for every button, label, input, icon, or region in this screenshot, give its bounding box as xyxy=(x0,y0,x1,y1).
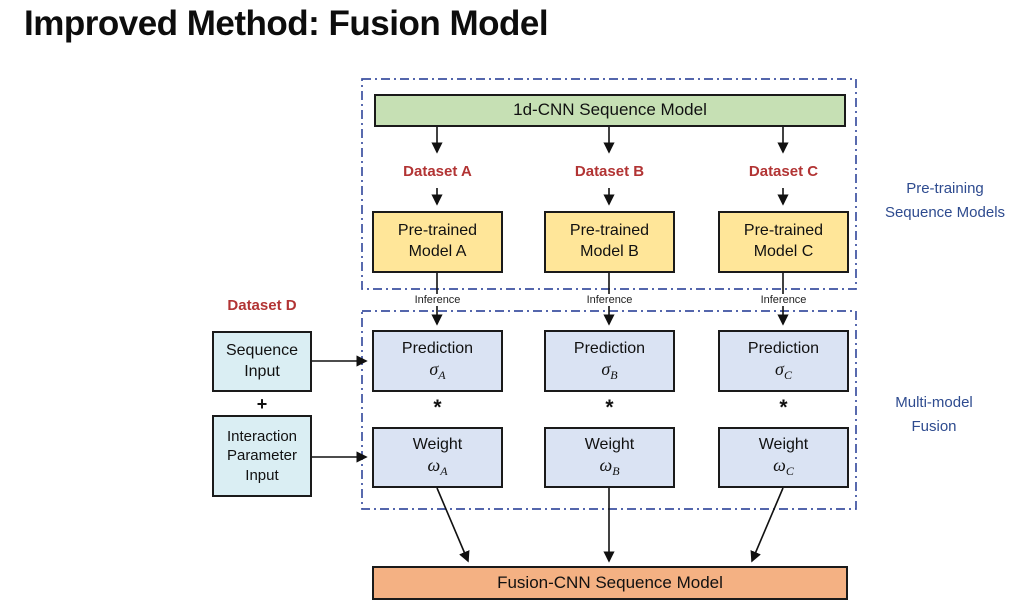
multiply-a-symbol: * xyxy=(433,396,442,419)
weight-c-symbol: ωC xyxy=(773,455,794,479)
sequence-input-box: Sequence Input xyxy=(212,331,312,392)
inference-b-label: Inference xyxy=(582,294,637,306)
weight-a-symbol: ωA xyxy=(427,455,448,479)
pretrained-model-c-box: Pre-trained Model C xyxy=(718,211,849,273)
inference-c-wrap: Inference xyxy=(718,290,849,308)
prediction-c-symbol: σC xyxy=(775,358,792,382)
weight-a-box: Weight ωA xyxy=(372,427,503,488)
pretraining-region-label: Pre-training Sequence Models xyxy=(884,180,1006,221)
prediction-a-symbol: σA xyxy=(429,358,446,382)
plus-symbol: + xyxy=(256,394,268,414)
weight-b-box: Weight ωB xyxy=(544,427,675,488)
column-c: Dataset C Pre-trained Model C Inference … xyxy=(718,0,849,612)
prediction-c-box: Prediction σC xyxy=(718,330,849,392)
multiply-c-symbol: * xyxy=(779,396,788,419)
inference-a-wrap: Inference xyxy=(372,290,503,308)
fusion-region-border xyxy=(361,310,857,510)
pretrained-model-a-box: Pre-trained Model A xyxy=(372,211,503,273)
fusion-cnn-sequence-model-box: Fusion-CNN Sequence Model xyxy=(372,566,848,600)
weight-b-symbol: ωB xyxy=(599,455,620,479)
prediction-c-label: Prediction xyxy=(747,339,820,357)
arrow-weight-a-to-fusion xyxy=(436,487,470,563)
prediction-a-box: Prediction σA xyxy=(372,330,503,392)
inference-c-label: Inference xyxy=(756,294,811,306)
inference-a-label: Inference xyxy=(410,294,465,306)
dataset-c-label: Dataset C xyxy=(748,163,819,180)
weight-a-label: Weight xyxy=(412,436,463,454)
arrow-weight-c-to-fusion xyxy=(750,487,784,563)
weight-c-label: Weight xyxy=(758,436,809,454)
inference-b-wrap: Inference xyxy=(544,290,675,308)
dataset-a-label: Dataset A xyxy=(403,163,472,180)
prediction-b-label: Prediction xyxy=(573,339,646,357)
weight-b-label: Weight xyxy=(584,436,635,454)
pretrained-model-b-box: Pre-trained Model B xyxy=(544,211,675,273)
dataset-d-label: Dataset D xyxy=(227,297,297,314)
cnn-sequence-model-box: 1d-CNN Sequence Model xyxy=(374,94,846,127)
dataset-b-label: Dataset B xyxy=(574,163,645,180)
multiply-b-symbol: * xyxy=(605,396,614,419)
weight-c-box: Weight ωC xyxy=(718,427,849,488)
fusion-region-label: Multi-model Fusion xyxy=(895,394,973,435)
column-b: Dataset B Pre-trained Model B Inference … xyxy=(544,0,675,612)
arrow-lines xyxy=(312,127,789,563)
page-title: Improved Method: Fusion Model xyxy=(24,4,549,43)
prediction-b-symbol: σB xyxy=(601,358,618,382)
interaction-parameter-input-box: Interaction Parameter Input xyxy=(212,415,312,497)
prediction-b-box: Prediction σB xyxy=(544,330,675,392)
prediction-a-label: Prediction xyxy=(401,339,474,357)
column-a: Dataset A Pre-trained Model A Inference … xyxy=(372,0,503,612)
